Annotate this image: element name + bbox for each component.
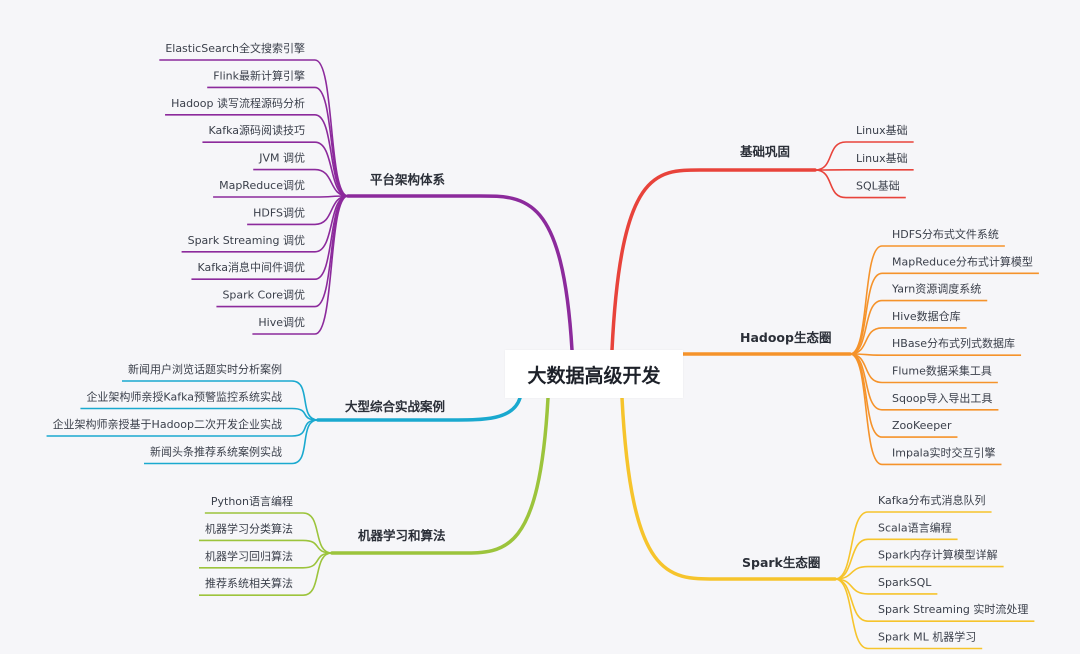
leaf-connector bbox=[849, 272, 1039, 355]
branch-connector bbox=[620, 396, 837, 581]
branch-label[interactable]: 基础巩固 bbox=[739, 144, 790, 159]
branch-label[interactable]: 平台架构体系 bbox=[370, 172, 446, 187]
branch-connector bbox=[330, 396, 550, 555]
leaf-node[interactable]: Yarn资源调度系统 bbox=[891, 282, 981, 296]
leaf-node[interactable]: MapReduce分布式计算模型 bbox=[892, 254, 1033, 268]
leaf-connector bbox=[199, 539, 333, 554]
root-node[interactable]: 大数据高级开发 bbox=[505, 350, 683, 398]
leaf-node[interactable]: 机器学习分类算法 bbox=[205, 521, 293, 535]
leaf-node[interactable]: Linux基础 bbox=[856, 124, 908, 137]
leaf-node[interactable]: Impala实时交互引擎 bbox=[892, 445, 995, 459]
leaf-connector bbox=[834, 578, 983, 650]
leaf-connector bbox=[849, 353, 1002, 466]
leaf-node[interactable]: Kafka消息中间件调优 bbox=[197, 260, 305, 274]
leaf-connector bbox=[207, 86, 349, 197]
leaf-connector bbox=[202, 141, 349, 197]
leaf-connector bbox=[213, 195, 349, 198]
leaf-connector bbox=[253, 168, 349, 197]
branch-spark: Spark生态圈 Kafka分布式消息队列 Scala语言编程 Spark内存计算模型… bbox=[620, 396, 1035, 650]
branch-connector bbox=[610, 168, 817, 352]
leaf-node[interactable]: Flink最新计算引擎 bbox=[213, 68, 305, 82]
root-title: 大数据高级开发 bbox=[527, 364, 661, 387]
branch-basics: 基础巩固 Linux基础 Linux基础 SQL基础 bbox=[610, 124, 914, 352]
branch-cases: 大型综合实战案例 新闻用户浏览话题实时分析案例企业架构师亲授Kafka预警监控系统… bbox=[46, 362, 522, 465]
leaf-node[interactable]: Hive数据仓库 bbox=[892, 309, 961, 323]
leaf-node[interactable]: Scala语言编程 bbox=[878, 520, 952, 534]
leaf-node[interactable]: JVM 调优 bbox=[258, 152, 305, 165]
leaf-node[interactable]: ZooKeeper bbox=[892, 419, 952, 432]
leaf-node[interactable]: HDFS调优 bbox=[253, 206, 305, 219]
leaf-node[interactable]: 新闻头条推荐系统案例实战 bbox=[150, 445, 282, 459]
leaf-node[interactable]: Spark内存计算模型详解 bbox=[878, 548, 998, 562]
branch-connector bbox=[346, 194, 574, 352]
leaf-node[interactable]: 机器学习回归算法 bbox=[205, 549, 293, 563]
leaf-node[interactable]: Python语言编程 bbox=[211, 494, 293, 508]
leaf-connector bbox=[834, 538, 958, 580]
branch-hadoop: Hadoop生态圈 HDFS分布式文件系统 MapReduce分布式计算模型 Yarn… bbox=[681, 227, 1039, 466]
leaf-connector bbox=[849, 299, 988, 355]
leaf-connector bbox=[80, 407, 319, 421]
leaf-node[interactable]: Hadoop 读写流程源码分析 bbox=[171, 96, 305, 110]
leaf-connector bbox=[252, 195, 349, 335]
branch-label[interactable]: Spark生态圈 bbox=[742, 555, 820, 570]
leaf-connector bbox=[849, 327, 967, 355]
leaf-node[interactable]: Kafka分布式消息队列 bbox=[878, 493, 986, 507]
branch-platform: 平台架构体系 ElasticSearch全文搜索引擎 Flink最新计算引擎 Hado… bbox=[159, 41, 574, 352]
leaf-node[interactable]: 推荐系统相关算法 bbox=[205, 576, 293, 590]
branch-ml: 机器学习和算法 Python语言编程机器学习分类算法机器学习回归算法推荐系统相关算… bbox=[199, 396, 550, 596]
leaf-connector bbox=[834, 565, 1004, 580]
branch-label[interactable]: 机器学习和算法 bbox=[358, 528, 446, 543]
leaf-node[interactable]: HDFS分布式文件系统 bbox=[892, 227, 999, 241]
leaf-node[interactable]: 企业架构师亲授Kafka预警监控系统实战 bbox=[86, 390, 282, 404]
leaf-node[interactable]: Spark Streaming 调优 bbox=[188, 234, 305, 247]
leaf-connector bbox=[849, 353, 1022, 356]
leaf-node[interactable]: MapReduce调优 bbox=[219, 179, 305, 192]
leaf-node[interactable]: SparkSQL bbox=[878, 576, 932, 589]
leaf-node[interactable]: ElasticSearch全文搜索引擎 bbox=[165, 41, 305, 55]
leaf-node[interactable]: Hive调优 bbox=[258, 316, 305, 329]
leaf-node[interactable]: Sqoop导入导出工具 bbox=[892, 391, 992, 405]
leaf-node[interactable]: Spark Streaming 实时流处理 bbox=[878, 602, 1028, 616]
leaf-node[interactable]: Spark Core调优 bbox=[222, 289, 305, 302]
leaf-node[interactable]: HBase分布式列式数据库 bbox=[892, 336, 1015, 350]
branch-label[interactable]: 大型综合实战案例 bbox=[345, 399, 445, 414]
leaf-connector bbox=[204, 512, 333, 554]
leaf-connector bbox=[814, 141, 914, 171]
leaf-connector bbox=[122, 380, 319, 421]
leaf-node[interactable]: SQL基础 bbox=[856, 180, 900, 193]
leaf-connector bbox=[849, 245, 1005, 355]
leaf-connector bbox=[834, 511, 992, 580]
branch-label[interactable]: Hadoop生态圈 bbox=[740, 330, 831, 345]
leaf-node[interactable]: 企业架构师亲授基于Hadoop二次开发企业实战 bbox=[53, 417, 282, 431]
branch-connector bbox=[316, 396, 522, 422]
leaf-node[interactable]: Spark ML 机器学习 bbox=[878, 630, 976, 644]
leaf-node[interactable]: Linux基础 bbox=[856, 152, 908, 165]
leaf-node[interactable]: Flume数据采集工具 bbox=[892, 364, 992, 378]
leaf-node[interactable]: Kafka源码阅读技巧 bbox=[208, 123, 305, 137]
leaf-connector bbox=[144, 419, 319, 465]
leaf-node[interactable]: 新闻用户浏览话题实时分析案例 bbox=[128, 362, 282, 376]
leaf-connector bbox=[814, 169, 906, 199]
leaf-connector bbox=[165, 114, 349, 197]
leaf-connector bbox=[199, 552, 333, 596]
